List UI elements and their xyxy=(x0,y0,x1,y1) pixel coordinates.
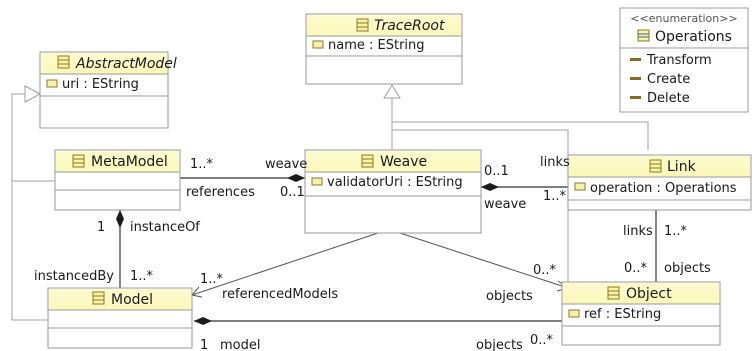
composition-diamond-model xyxy=(194,317,212,325)
mult-weave-objects: 0..* xyxy=(533,263,557,278)
composition-diamond-weave-left xyxy=(287,174,305,182)
class-name: Model xyxy=(111,292,153,308)
attribute-ref: ref : EString xyxy=(584,307,661,322)
class-traceroot[interactable]: TraceRoot name : EString xyxy=(305,13,463,85)
role-objects-bottom: objects xyxy=(476,338,523,351)
role-instancedby: instancedBy xyxy=(34,269,114,284)
attribute-icon xyxy=(46,79,58,88)
attribute-icon xyxy=(568,309,580,318)
role-instanceof: instanceOf xyxy=(130,220,200,235)
role-model: model xyxy=(220,338,260,351)
class-icon xyxy=(356,18,369,32)
attribute-uri: uri : EString xyxy=(62,77,139,92)
enumeration-icon xyxy=(637,29,650,42)
attribute-operation: operation : Operations xyxy=(590,181,737,196)
literal-dash-icon xyxy=(630,58,641,61)
class-icon xyxy=(361,154,374,168)
role-references: references xyxy=(186,185,255,200)
role-links-object: links xyxy=(623,224,653,239)
mult-weave-01: 0..1 xyxy=(280,185,305,200)
role-weave: weave xyxy=(265,157,307,172)
attribute-icon xyxy=(311,177,323,186)
class-icon xyxy=(72,154,85,168)
enum-literal-delete: Delete xyxy=(647,91,690,106)
mult-instancedby: 1..* xyxy=(130,269,154,284)
class-icon xyxy=(649,159,662,173)
mult-model: 1 xyxy=(200,338,208,351)
assoc-weave-model xyxy=(191,232,379,296)
class-name: Link xyxy=(667,159,697,175)
composition-diamond-weave-right xyxy=(481,183,499,191)
class-object[interactable]: Object ref : EString xyxy=(561,281,721,346)
generalization-arrow-traceroot xyxy=(383,84,401,99)
class-name: TraceRoot xyxy=(374,18,445,34)
attribute-validatoruri: validatorUri : EString xyxy=(327,175,463,190)
class-weave[interactable]: Weave validatorUri : EString xyxy=(304,149,482,234)
role-refmodels: referencedModels xyxy=(222,287,338,302)
composition-diamond-metamodel xyxy=(116,210,124,228)
class-name: Weave xyxy=(380,154,427,170)
literal-dash-icon xyxy=(630,96,641,99)
role-objects-link: objects xyxy=(664,261,711,276)
mult-objects-link: 0..* xyxy=(624,261,648,276)
class-icon xyxy=(57,55,70,69)
enum-literal-transform: Transform xyxy=(646,53,712,68)
generalization-link-traceroot xyxy=(392,121,649,150)
mult-weave-link: 0..1 xyxy=(484,164,509,179)
class-name: AbstractModel xyxy=(75,56,177,72)
assoc-weave-object xyxy=(399,232,569,289)
class-metamodel[interactable]: MetaModel xyxy=(54,149,181,211)
enum-stereotype: <<enumeration>> xyxy=(630,12,737,25)
role-links: links xyxy=(540,155,570,170)
mult-objects-bottom: 0..* xyxy=(530,333,554,348)
enum-operations[interactable]: <<enumeration>> Operations Transform Cre… xyxy=(619,7,749,113)
class-icon xyxy=(92,291,105,305)
attribute-icon xyxy=(312,40,324,49)
connections xyxy=(11,84,657,325)
class-link[interactable]: Link operation : Operations xyxy=(567,154,752,211)
generalization-arrow-abstract xyxy=(24,85,42,103)
attribute-name: name : EString xyxy=(328,38,425,53)
enum-name: Operations xyxy=(655,29,732,45)
literal-dash-icon xyxy=(630,77,641,80)
mult-link: 1..* xyxy=(543,189,567,204)
mult-metamodel: 1..* xyxy=(190,157,214,172)
mult-instanceof: 1 xyxy=(97,220,105,235)
class-model[interactable]: Model xyxy=(47,287,193,349)
mult-refmodels: 1..* xyxy=(200,272,224,287)
class-name: Object xyxy=(626,286,672,302)
role-weave-link: weave xyxy=(484,197,526,212)
class-icon xyxy=(607,286,620,300)
generalization-object-traceroot xyxy=(392,129,569,282)
class-abstractmodel[interactable]: AbstractModel uri : EString xyxy=(39,51,177,129)
attribute-icon xyxy=(574,182,586,191)
enum-literal-create: Create xyxy=(647,72,690,87)
class-name: MetaModel xyxy=(91,154,168,170)
role-weave-objects: objects xyxy=(486,289,533,304)
association-labels: 1..* weave references 0..1 links 0..1 1.… xyxy=(34,155,711,351)
mult-links-object: 1..* xyxy=(664,224,688,239)
